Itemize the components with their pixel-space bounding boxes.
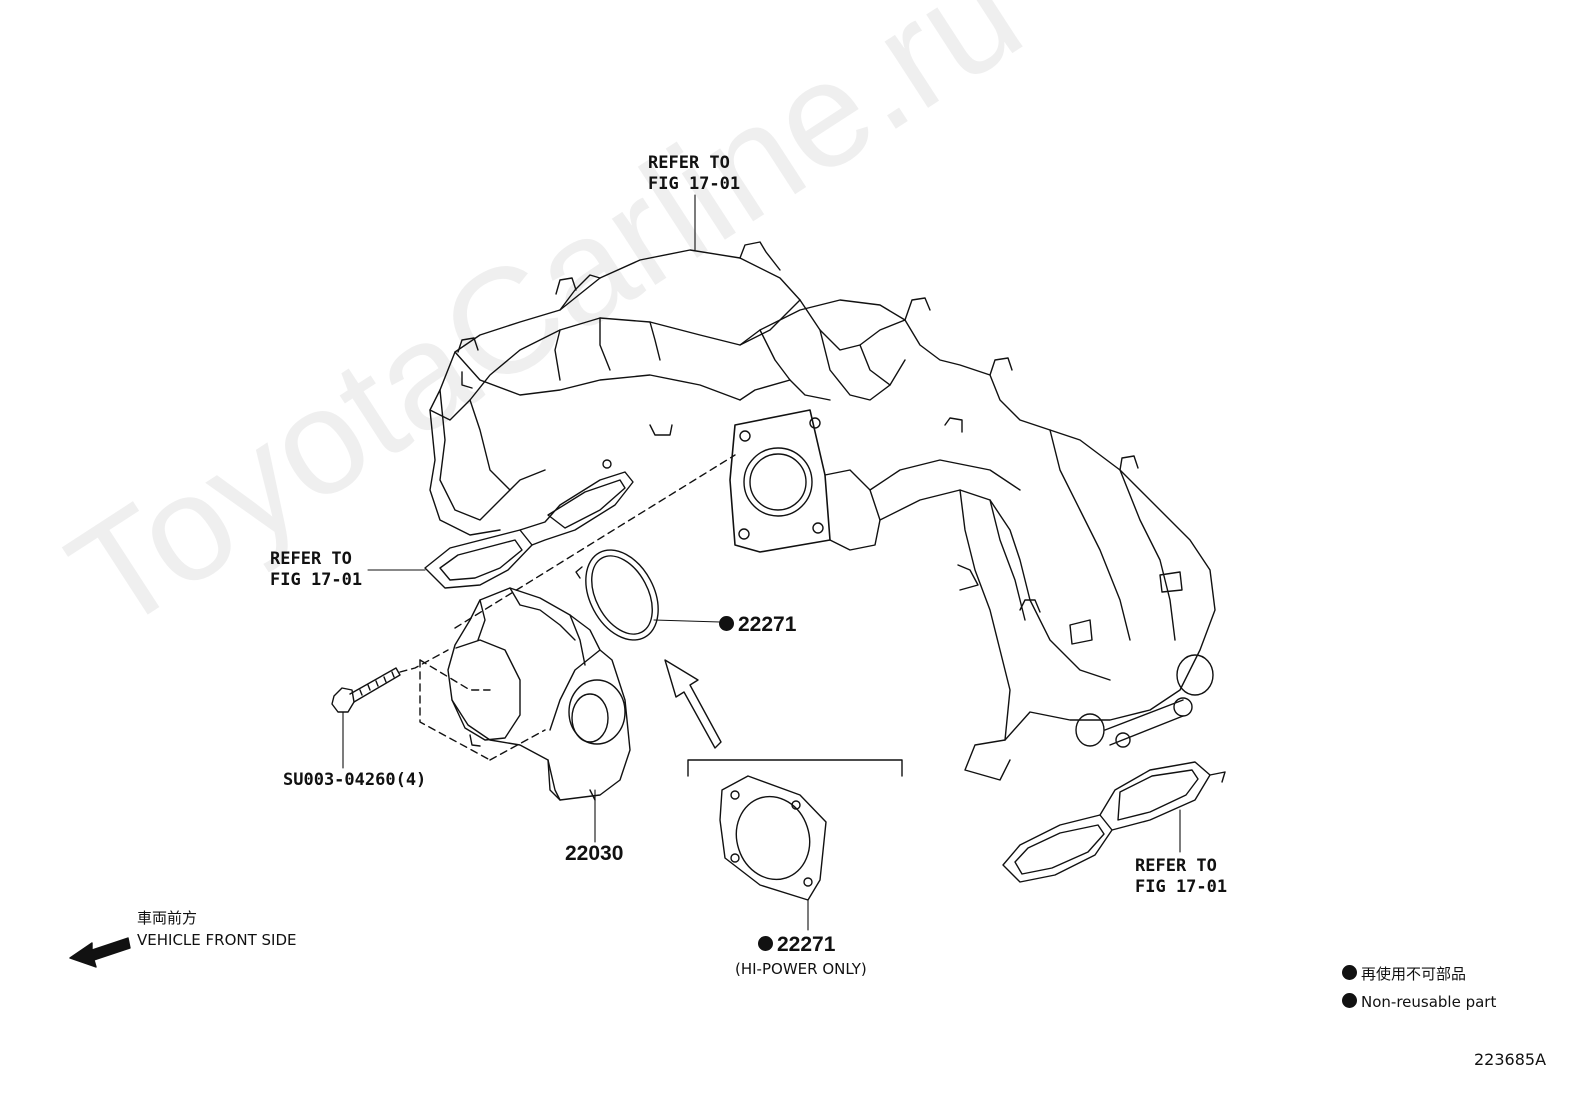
- diagram-id: 223685A: [1474, 1050, 1547, 1069]
- alignment-lines: [399, 454, 736, 761]
- legend-en-text: Non-reusable part: [1361, 993, 1497, 1011]
- refer-label-left: REFER TO FIG 17-01: [270, 549, 362, 591]
- throttle-body: [447, 587, 631, 801]
- throttle-body-part-label: 22030: [565, 842, 624, 865]
- manifold-gasket-left: [424, 459, 634, 589]
- non-reusable-dot-icon: [758, 935, 773, 951]
- refer-label-left-line1: REFER TO: [270, 549, 352, 569]
- hi-power-gasket-part-number: 22271: [777, 933, 836, 956]
- refer-label-right-line2: FIG 17-01: [1135, 877, 1228, 897]
- legend-row-jp: 再使用不可部品: [1342, 960, 1496, 988]
- refer-label-right: REFER TO FIG 17-01: [1135, 856, 1227, 898]
- legend: 再使用不可部品 Non-reusable part: [1342, 960, 1496, 1016]
- manifold-gasket-right: [1002, 761, 1226, 883]
- legend-dot-icon: [1342, 965, 1357, 980]
- legend-jp-text: 再使用不可部品: [1361, 965, 1467, 983]
- intake-manifold: [429, 241, 1216, 781]
- bolt-part-label: SU003-04260(4): [283, 770, 427, 790]
- legend-row-en: Non-reusable part: [1342, 988, 1496, 1016]
- o-ring-part-number: 22271: [738, 613, 797, 636]
- refer-label-top: REFER TO FIG 17-01: [648, 153, 740, 195]
- vehicle-front-en-label: VEHICLE FRONT SIDE: [137, 931, 297, 949]
- hi-power-gasket: [687, 759, 903, 901]
- refer-label-top-line1: REFER TO: [648, 153, 730, 173]
- vehicle-front-arrow: [69, 937, 131, 968]
- non-reusable-dot-icon: [719, 615, 734, 631]
- install-arrow: [664, 659, 722, 749]
- throttle-o-ring: [575, 549, 659, 641]
- bolt: [331, 667, 401, 713]
- legend-dot-icon: [1342, 993, 1357, 1008]
- o-ring-part-label: 22271: [719, 613, 796, 637]
- refer-label-top-line2: FIG 17-01: [648, 174, 741, 194]
- leader-lines: [342, 194, 1181, 931]
- hi-power-gasket-part-label: 22271: [758, 933, 835, 957]
- refer-label-right-line1: REFER TO: [1135, 856, 1217, 876]
- vehicle-front-jp-label: 車両前方: [137, 909, 198, 927]
- hi-power-only-note: (HI-POWER ONLY): [735, 960, 867, 978]
- refer-label-left-line2: FIG 17-01: [270, 570, 363, 590]
